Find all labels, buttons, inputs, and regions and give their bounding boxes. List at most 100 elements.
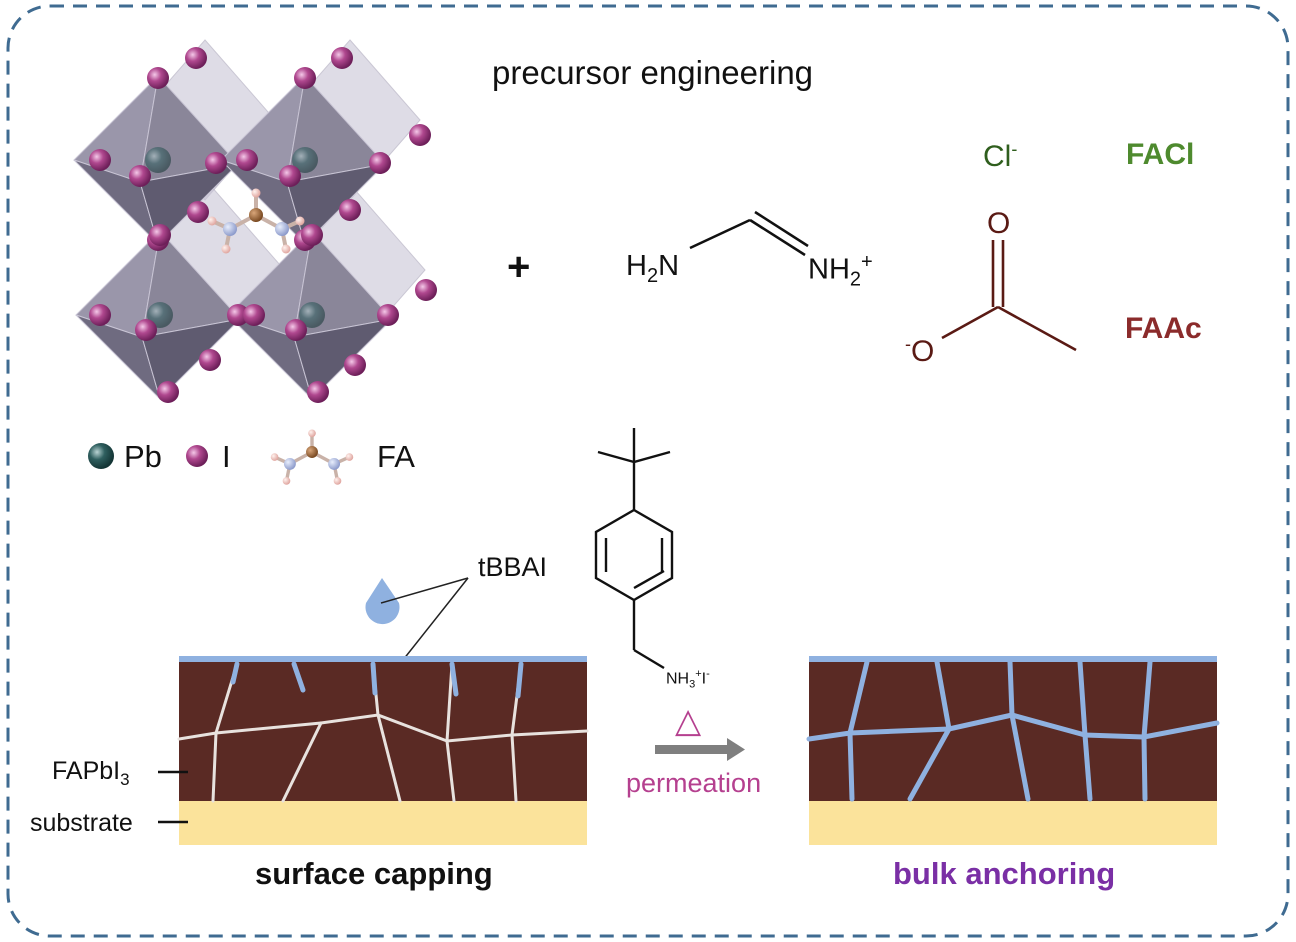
faci-label: FACl — [1126, 138, 1195, 171]
acetate-o-label: O — [911, 335, 935, 368]
iodide-atom — [285, 319, 307, 341]
iodide-atom — [205, 152, 227, 174]
iodide-label: I — [701, 670, 707, 688]
tbbai-grain-boundaries — [806, 659, 1220, 802]
bulk-anchoring-film — [806, 656, 1220, 845]
iodide-atom — [377, 304, 399, 326]
legend-fa-label: FA — [377, 439, 415, 474]
pb-atom-icon — [88, 443, 114, 469]
iodide-atom — [294, 67, 316, 89]
nh2-nh: NH — [808, 253, 850, 286]
substrate-layer — [809, 801, 1217, 845]
h2n-label: H2N — [626, 252, 679, 286]
iodide-atom — [243, 304, 265, 326]
legend-pb-label: Pb — [124, 439, 162, 474]
nh3-superscript: + — [695, 668, 702, 680]
fa-hydrogen-atom — [295, 216, 305, 226]
iodide-atom — [344, 354, 366, 376]
h2n-h: H — [626, 250, 647, 282]
tbbai-droplet-icon — [365, 578, 400, 625]
surface-capping-caption: surface capping — [255, 856, 493, 891]
iodide-atom — [369, 152, 391, 174]
iodide-atom — [89, 304, 111, 326]
acetate-structure — [941, 240, 1077, 352]
bulk-anchoring-caption: bulk anchoring — [893, 856, 1116, 891]
perovskite-crystal-structure — [73, 39, 437, 403]
nh3-subscript: 3 — [689, 678, 696, 691]
fa-hydrogen-atom — [251, 188, 261, 198]
pb-atom — [147, 302, 173, 328]
pb-atom — [299, 302, 325, 328]
iodide-atom — [331, 47, 353, 69]
chloride-minus: - — [1011, 139, 1018, 159]
iodide-atom — [149, 224, 171, 246]
fa-nitrogen-atom — [223, 222, 237, 236]
fapbi3-label: FAPbI3 — [52, 759, 130, 789]
figure-border — [6, 4, 1290, 938]
chloride-label: Cl- — [983, 140, 1017, 172]
fa-hydrogen-atom — [207, 216, 217, 226]
iodide-atom — [279, 165, 301, 187]
fa-carbon-atom — [249, 208, 263, 222]
fa-hydrogen-atom — [333, 477, 342, 485]
iodide-atom — [339, 199, 361, 221]
permeation-label: permeation — [626, 768, 762, 798]
fapbi3-subscript: 3 — [120, 770, 130, 789]
substrate-label: substrate — [30, 809, 133, 837]
fa-hydrogen-atom — [270, 453, 279, 461]
fa-nitrogen-atom — [283, 457, 296, 470]
iodide-atom — [157, 381, 179, 403]
fa-hydrogen-atom — [281, 244, 291, 254]
acetate-anion-o: -O — [905, 335, 934, 367]
iodide-atom — [301, 224, 323, 246]
iodide-atom — [147, 67, 169, 89]
legend-i-label: I — [222, 439, 231, 474]
figure-title: precursor engineering — [492, 54, 814, 91]
tbbai-top-layer — [809, 656, 1217, 662]
nh3-label: NH — [666, 670, 690, 688]
nh2-subscript: 2 — [849, 268, 862, 291]
tbbai-label: tBBAI — [478, 552, 548, 582]
fa-hydrogen-atom — [221, 244, 231, 254]
surface-capping-film — [177, 656, 589, 845]
fa-hydrogen-atom — [345, 453, 354, 461]
h2n-n: N — [658, 250, 680, 282]
heat-symbol: △ — [675, 702, 702, 740]
iodide-atom — [129, 165, 151, 187]
iodide-atom — [236, 149, 258, 171]
pb-atom — [145, 147, 171, 173]
faac-label: FAAc — [1125, 312, 1202, 345]
h2n-subscript: 2 — [646, 264, 659, 287]
tbbai-leader-line-2 — [402, 577, 469, 661]
fa-hydrogen-atom — [308, 429, 316, 438]
pb-atom — [292, 147, 318, 173]
acetate-minus: - — [905, 334, 911, 354]
process-arrow — [655, 738, 745, 761]
iodide-atom — [307, 381, 329, 403]
surface-tbbai-penetration — [230, 661, 524, 699]
fa-nitrogen-atom — [275, 222, 289, 236]
chloride-cl: Cl — [983, 140, 1012, 173]
acetate-carbonyl-o: O — [987, 207, 1011, 240]
iodide-atom — [415, 279, 437, 301]
iodide-atom — [135, 319, 157, 341]
iodide-atom — [89, 149, 111, 171]
fa-nitrogen-atom — [328, 457, 341, 470]
ammonium-iodide-label: NH3+I- — [666, 669, 710, 691]
iodide-atom — [227, 304, 249, 326]
tbbai-capping-layer — [179, 656, 587, 662]
nh2-superscript: + — [861, 251, 873, 273]
plus-sign: + — [507, 245, 531, 289]
iodide-superscript: - — [706, 668, 710, 680]
formamidinium-structure — [689, 210, 809, 257]
fa-carbon-atom — [306, 446, 318, 458]
fa-molecule-icon — [270, 429, 354, 485]
iodide-atom — [185, 47, 207, 69]
iodide-atom — [199, 349, 221, 371]
atom-legend — [88, 429, 354, 485]
iodide-atom — [187, 201, 209, 223]
i-atom-icon — [186, 445, 208, 467]
tbbai-structure — [594, 428, 674, 670]
nh2-plus-label: NH2+ — [808, 252, 873, 289]
